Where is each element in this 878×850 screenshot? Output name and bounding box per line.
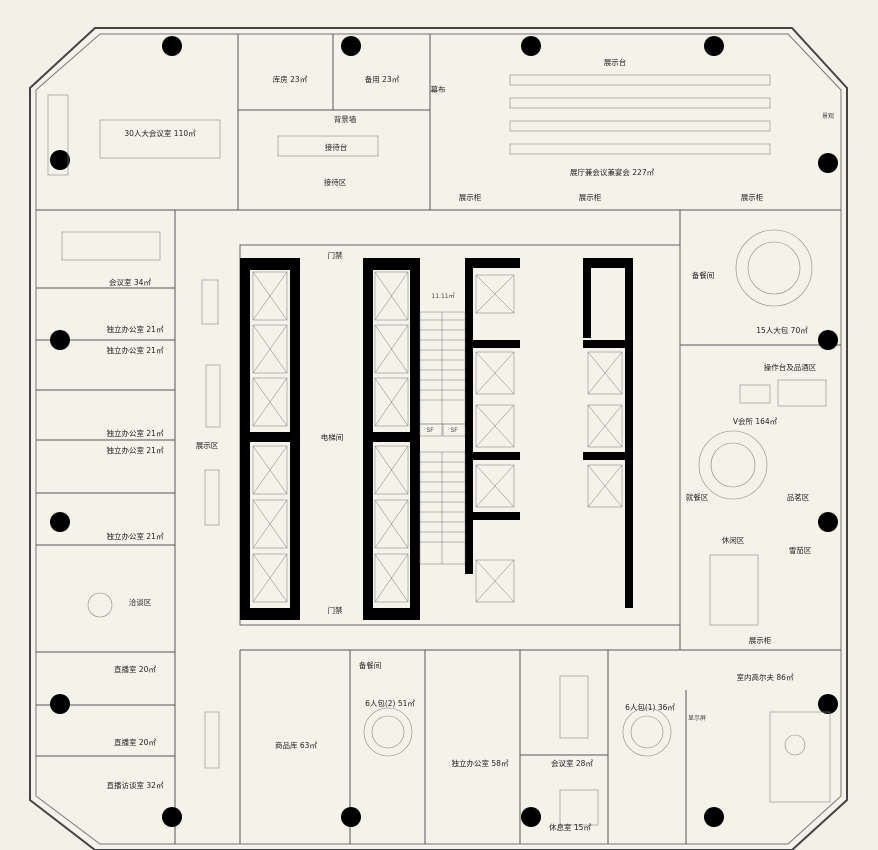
label-pantry-1: 备餐间 (692, 270, 715, 280)
building-inner-outline (35, 33, 842, 845)
label-office3: 独立办公室 21㎡ (107, 428, 164, 438)
label-dining: 就餐区 (686, 492, 709, 502)
label-golf: 室内高尔夫 86㎡ (737, 672, 794, 682)
label-spare: 备用 23㎡ (365, 74, 400, 84)
label-live2: 直播室 20㎡ (114, 737, 156, 747)
label-sf-1: SF (426, 427, 434, 434)
label-area-small: 11.11㎡ (431, 292, 454, 300)
label-pantry-2: 备餐间 (359, 660, 382, 670)
label-negotiation: 洽谈区 (129, 597, 152, 607)
label-bar: 操作台及品酒区 (764, 362, 817, 372)
label-conference30: 30人大会议室 110㎡ (124, 128, 196, 138)
label-private6a: 6人包(1) 36㎡ (625, 702, 675, 712)
elevator-core (239, 244, 681, 626)
label-private6b: 6人包(2) 51㎡ (365, 698, 415, 708)
label-sf-2: SF (450, 427, 458, 434)
label-reception-desk: 接待台 (325, 142, 348, 152)
label-backdrop: 背景墙 (334, 114, 357, 124)
label-live-interview: 直播访谈室 32㎡ (107, 780, 164, 790)
label-display-cabinet-1: 展示柜 (459, 192, 482, 202)
label-rest: 休息室 15㎡ (549, 822, 591, 832)
furniture (47, 94, 831, 826)
label-office2: 独立办公室 21㎡ (107, 345, 164, 355)
label-cigar: 雪茄区 (789, 545, 812, 555)
label-warehouse: 商品库 63㎡ (275, 740, 317, 750)
label-storage: 库房 23㎡ (273, 74, 308, 84)
label-meeting34: 会议室 34㎡ (109, 277, 151, 287)
label-office4: 独立办公室 21㎡ (107, 445, 164, 455)
label-access-bottom: 门禁 (328, 606, 343, 615)
label-tasting: 品茗区 (787, 492, 810, 502)
label-meeting28: 会议室 28㎡ (551, 758, 593, 768)
label-scenery: 景观 (822, 113, 834, 120)
columns (50, 36, 838, 827)
label-screen: 显示屏 (688, 715, 706, 722)
label-reception-area: 接待区 (324, 177, 347, 187)
label-office58: 独立办公室 58㎡ (452, 758, 509, 768)
label-hall: 展厅兼会议兼宴会 227㎡ (570, 167, 655, 177)
label-display-cabinet-2: 展示柜 (579, 192, 602, 202)
label-display-cabinet-4: 展示柜 (749, 635, 772, 645)
label-live1: 直播室 20㎡ (114, 664, 156, 674)
label-office5: 独立办公室 21㎡ (107, 531, 164, 541)
label-curtain: 幕布 (431, 84, 446, 94)
interior-walls (36, 34, 841, 844)
label-elevator: 电梯间 (321, 432, 344, 442)
label-exhibit-stage: 展示台 (604, 57, 627, 67)
label-access-top: 门禁 (328, 251, 343, 260)
label-exhibit-area: 展示区 (196, 441, 219, 450)
label-leisure: 休闲区 (722, 535, 745, 545)
label-display-cabinet-3: 展示柜 (741, 192, 764, 202)
room-labels: 30人大会议室 110㎡ 库房 23㎡ 备用 23㎡ 幕布 背景墙 接待台 接待… (107, 57, 834, 832)
label-office1: 独立办公室 21㎡ (107, 324, 164, 334)
hall-seating (509, 74, 771, 155)
label-private15: 15人大包 70㎡ (756, 325, 808, 335)
label-vclub: V会所 164㎡ (733, 416, 778, 426)
building-outline (29, 27, 848, 850)
